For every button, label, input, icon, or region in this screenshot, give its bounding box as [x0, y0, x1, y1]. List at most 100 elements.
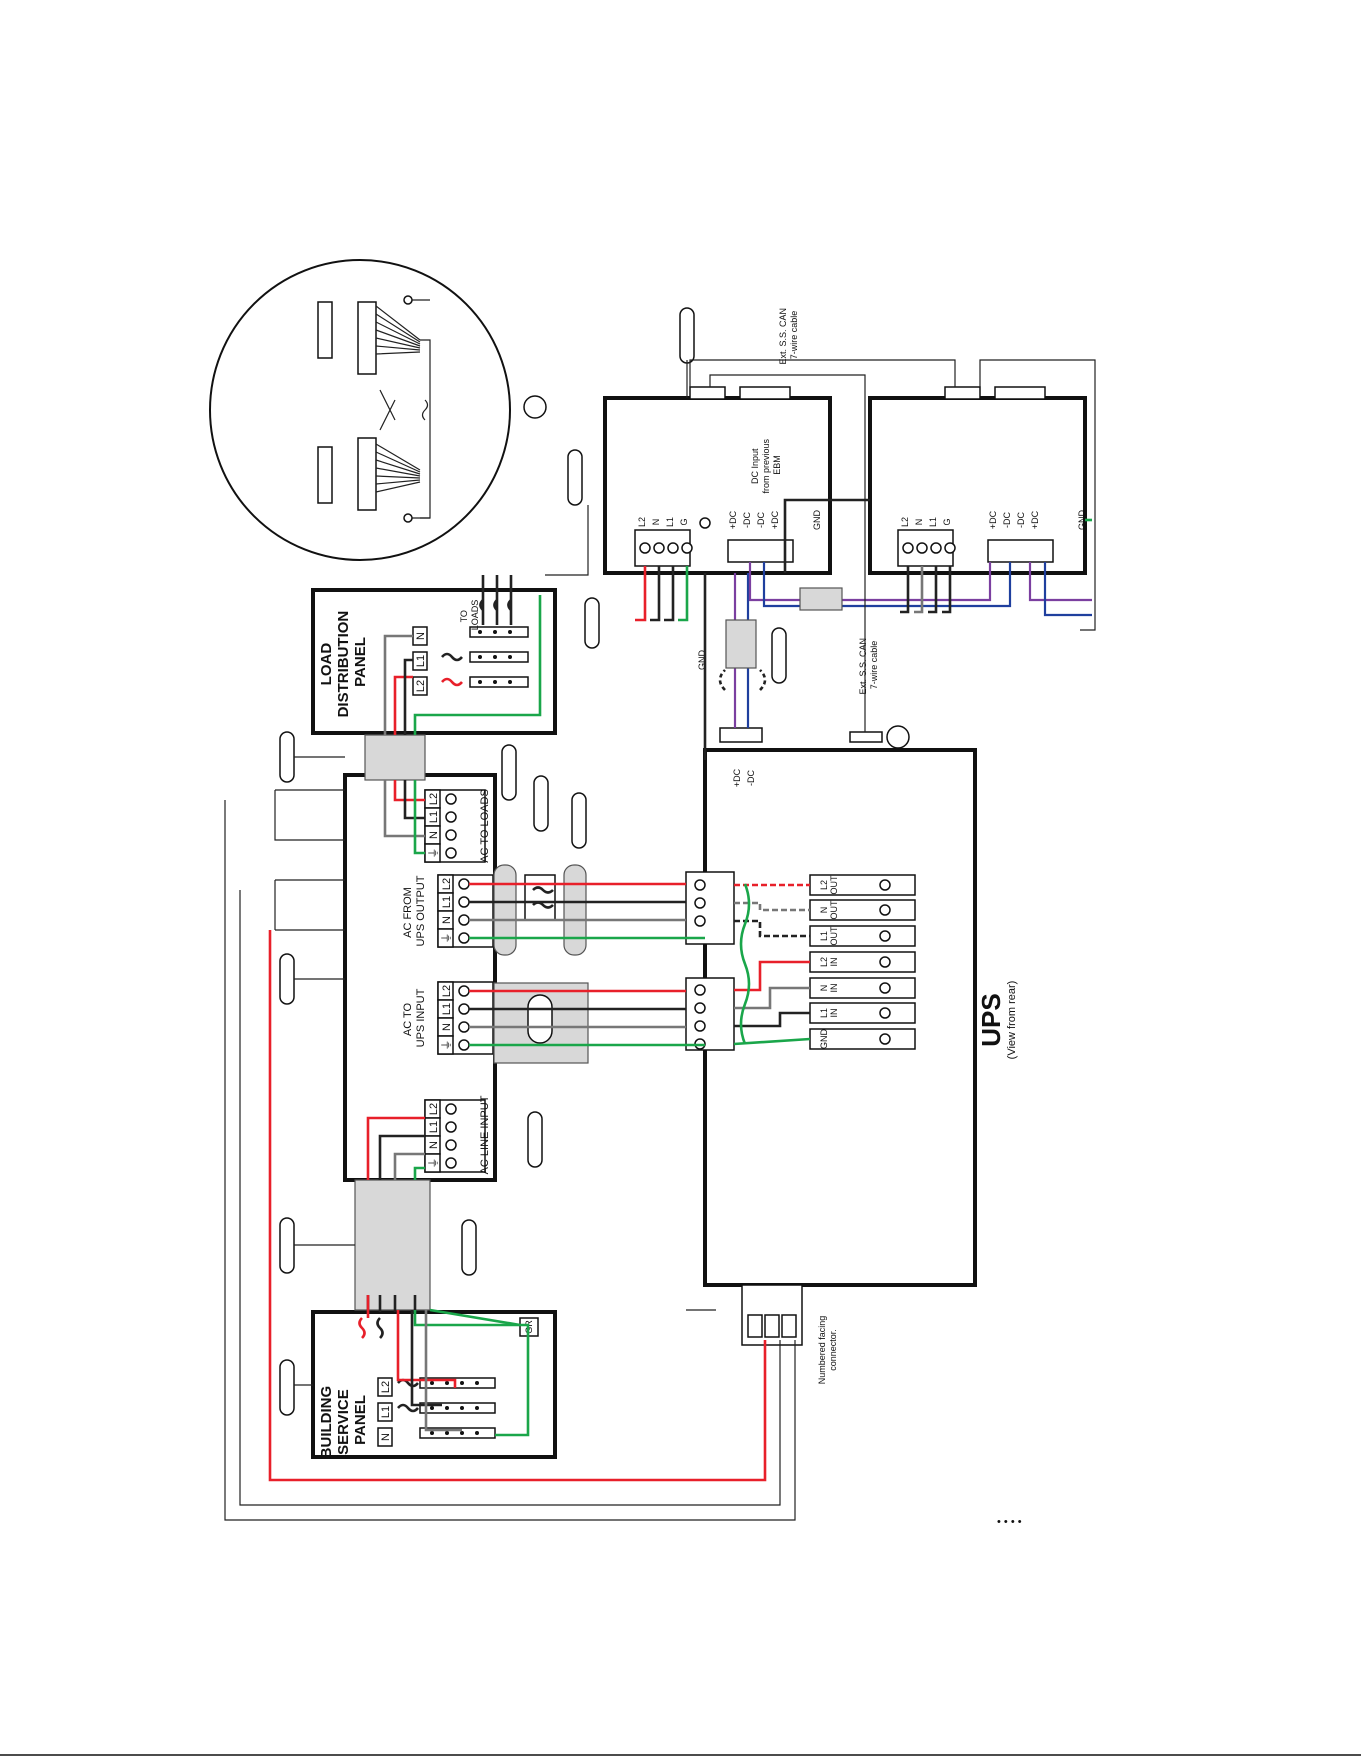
ac-to-ups-input-block: L2 L1 N ⏚ AC TO UPS INPUT: [402, 981, 494, 1055]
ebm1-dc-term-3: -DC: [756, 512, 766, 528]
atui-col-l1: L1: [441, 1003, 453, 1015]
ups-term-l2-out-b: OUT: [829, 875, 839, 895]
svg-text:Ext. S.S. CAN 7-wire cab: Ext. S.S. CAN 7-wire cable: [858, 635, 879, 694]
ldp-to-loads-line2: LOADS: [470, 600, 480, 631]
ebm2-dc-terms: +DC -DC -DC +DC: [987, 510, 1054, 563]
ldp-title-line3: PANEL: [352, 637, 369, 687]
ebm1-can-line2: 7-wire cable: [789, 311, 799, 360]
ebm-unit-1: L2 N L1 G +DC -DC -DC +DC DC Input from …: [603, 305, 832, 575]
svg-text:DC Input from previous: DC Input from previous EBM: [750, 436, 782, 493]
atui-col-gnd: ⏚: [440, 1040, 453, 1051]
ebm1-term-n: N: [651, 519, 661, 526]
ebm1-dc-term-4: +DC: [770, 510, 780, 529]
ebm1-dc-note-line1: DC Input: [750, 448, 760, 484]
ups-dc-pos-label: +DC: [732, 768, 742, 787]
ebm1-dc-note-line3: EBM: [772, 455, 782, 475]
ebm2-term-n: N: [914, 519, 924, 526]
svg-text:NIN: NIN: [819, 984, 839, 993]
wiring: [224, 359, 1096, 1521]
ebm1-term-l1: L1: [665, 517, 675, 527]
ups-term-l2-in-a: L2: [819, 957, 829, 967]
ebm1-gnd-label: GND: [812, 510, 822, 531]
afuo-col-l1: L1: [441, 896, 453, 908]
ldp-title-line2: DISTRIBUTION: [335, 611, 352, 718]
ups-term-l1-in-a: L1: [819, 1008, 829, 1018]
atui-col-n: N: [441, 1023, 453, 1031]
ups-term-n-out-a: N: [819, 907, 829, 914]
atl-label: AC TO LOADS: [479, 789, 491, 863]
ups-term-n-out-b: OUT: [829, 900, 839, 920]
ups-term-l1-in-b: IN: [829, 1009, 839, 1018]
atl-col-l1: L1: [428, 811, 440, 823]
ebm2-gnd-label: GND: [1077, 510, 1087, 531]
load-distribution-panel: LOAD DISTRIBUTION PANEL L2 L1 N TO LOADS: [311, 575, 557, 735]
ebm1-can-line1: Ext. S.S. CAN: [778, 308, 788, 365]
svg-text:L1OUT: L1OUT: [819, 926, 839, 946]
ups-terminal-strip: L2OUT NOUT L1OUT L2IN NIN L1IN GND: [809, 874, 916, 1050]
ac-to-loads-block: L2 L1 N ⏚ AC TO LOADS: [424, 789, 491, 863]
ldp-to-loads-line1: TO: [459, 610, 469, 622]
bsp-terminal-l1: L1: [380, 1406, 392, 1418]
ups-unit: UPS (View from rear) L2OUT NOUT L1OUT L2…: [685, 725, 1018, 1385]
ups-term-l1-out-a: L1: [819, 931, 829, 941]
ldp-title-line1: LOAD: [318, 643, 335, 686]
ebm1-term-l2: L2: [637, 517, 647, 527]
ups-term-n-in-b: IN: [829, 984, 839, 993]
atl-col-n: N: [428, 831, 440, 839]
ali-col-l2: L2: [428, 1103, 440, 1115]
ac-from-ups-output-block: L2 L1 N ⏚ AC FROM UPS OUTPUT: [402, 874, 494, 948]
atui-label-line2: UPS INPUT: [415, 988, 427, 1047]
atui-label-line1: AC TO: [402, 1002, 414, 1036]
atui-col-l2: L2: [441, 985, 453, 997]
ups-connector-note-line1: Numbered facing: [817, 1316, 827, 1385]
ali-label: AC LINE INPUT: [479, 1095, 491, 1174]
building-service-panel: BUILDING SERVICE PANEL L2 L1 N GR: [311, 1310, 557, 1459]
ebm2-dc-term-2: -DC: [1002, 512, 1012, 528]
bsp-title-line3: PANEL: [352, 1395, 369, 1445]
ups-term-gnd: GND: [819, 1029, 829, 1050]
ebm1-dc-note-line2: from previous: [761, 439, 771, 494]
bsp-terminal-n: N: [380, 1433, 392, 1441]
svg-text:Ext. S.S. CAN 7-wire cab: Ext. S.S. CAN 7-wire cable: [778, 305, 799, 364]
ebm2-can-line2: 7-wire cable: [869, 641, 879, 690]
ldp-terminal-n: N: [415, 632, 427, 640]
maintenance-bypass-cabinet: L2 L1 N ⏚ AC TO LOADS L2 L1 N ⏚ AC FROM …: [279, 307, 787, 1416]
ebm2-dc-term-4: +DC: [1030, 510, 1040, 529]
ali-col-n: N: [428, 1141, 440, 1149]
svg-text:Numbered facingconnector.: Numbered facingconnector.: [817, 1316, 838, 1385]
gnd-label-main: GND: [697, 650, 707, 671]
atl-col-l2: L2: [428, 793, 440, 805]
ups-title: UPS: [976, 993, 1006, 1046]
afuo-col-n: N: [441, 916, 453, 924]
ups-connector-note-line2: connector.: [828, 1329, 838, 1371]
ali-col-gnd: ⏚: [427, 1158, 440, 1169]
callout-circle-a: [523, 395, 547, 419]
svg-text:BUILDING SERVICE P: BUILDING SERVICE PANEL: [318, 1382, 369, 1459]
bsp-title-line1: BUILDING: [318, 1386, 335, 1459]
callout-circle-b: [886, 725, 910, 749]
ebm2-ac-terms: L2 N L1 G: [897, 517, 956, 567]
ups-term-l2-in-b: IN: [829, 958, 839, 967]
connector-detail-inset: [209, 259, 547, 561]
ups-subtitle: (View from rear): [1006, 981, 1018, 1060]
afuo-label-line1: AC FROM: [402, 887, 414, 938]
svg-text:AC FROM UPS OUTPUT: AC FROM UPS OUTPUT: [402, 875, 427, 946]
svg-text:+DC-DC: +DC -DC: [732, 768, 756, 787]
bsp-terminal-l2: L2: [380, 1381, 392, 1393]
svg-text:NOUT: NOUT: [819, 900, 839, 920]
ups-dc-neg-label: -DC: [746, 770, 756, 786]
svg-text:TO LOADS: TO LOADS: [459, 600, 480, 631]
afuo-col-l2: L2: [441, 878, 453, 890]
bsp-title-line2: SERVICE: [335, 1389, 352, 1455]
ups-term-l2-out-a: L2: [819, 880, 829, 890]
ebm1-dc-term-1: +DC: [728, 510, 738, 529]
ups-term-n-in-a: N: [819, 985, 829, 992]
svg-text:L2OUT: L2OUT: [819, 875, 839, 895]
ebm-unit-2: L2 N L1 G +DC -DC -DC +DC GND Ext. S.S. …: [858, 386, 1087, 695]
ali-col-l1: L1: [428, 1121, 440, 1133]
ebm1-ac-terms: L2 N L1 G: [634, 517, 693, 567]
svg-text:L2IN: L2IN: [819, 957, 839, 967]
ldp-terminal-l1: L1: [415, 655, 427, 667]
ebm2-can-line1: Ext. S.S. CAN: [858, 638, 868, 695]
